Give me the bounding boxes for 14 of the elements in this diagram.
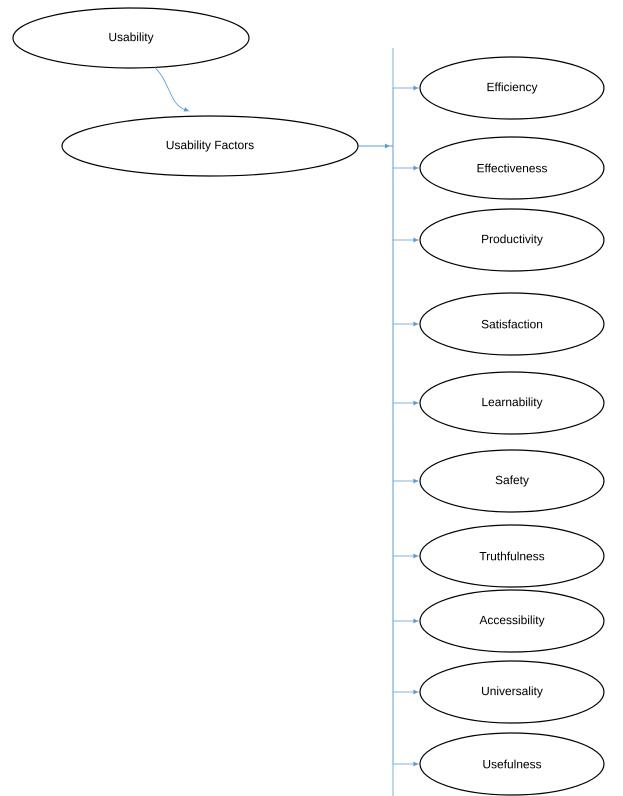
ellipse-node: Satisfaction — [419, 292, 605, 356]
ellipse-node: Truthfulness — [419, 524, 605, 588]
ellipse-node: Safety — [419, 449, 605, 513]
ellipse-node: Effectiveness — [419, 136, 605, 200]
curved-arrow — [154, 67, 189, 112]
arrow — [385, 144, 390, 148]
ellipse-node: Usefulness — [419, 732, 605, 796]
ellipse-node: Accessibility — [419, 589, 605, 653]
ellipse-node: Usability — [12, 7, 250, 69]
ellipse-node: Universality — [419, 660, 605, 724]
ellipse-node: Learnability — [419, 371, 605, 435]
ellipse-node: Productivity — [419, 208, 605, 272]
ellipse-node: Efficiency — [419, 56, 605, 120]
ellipse-node: Usability Factors — [61, 115, 359, 177]
